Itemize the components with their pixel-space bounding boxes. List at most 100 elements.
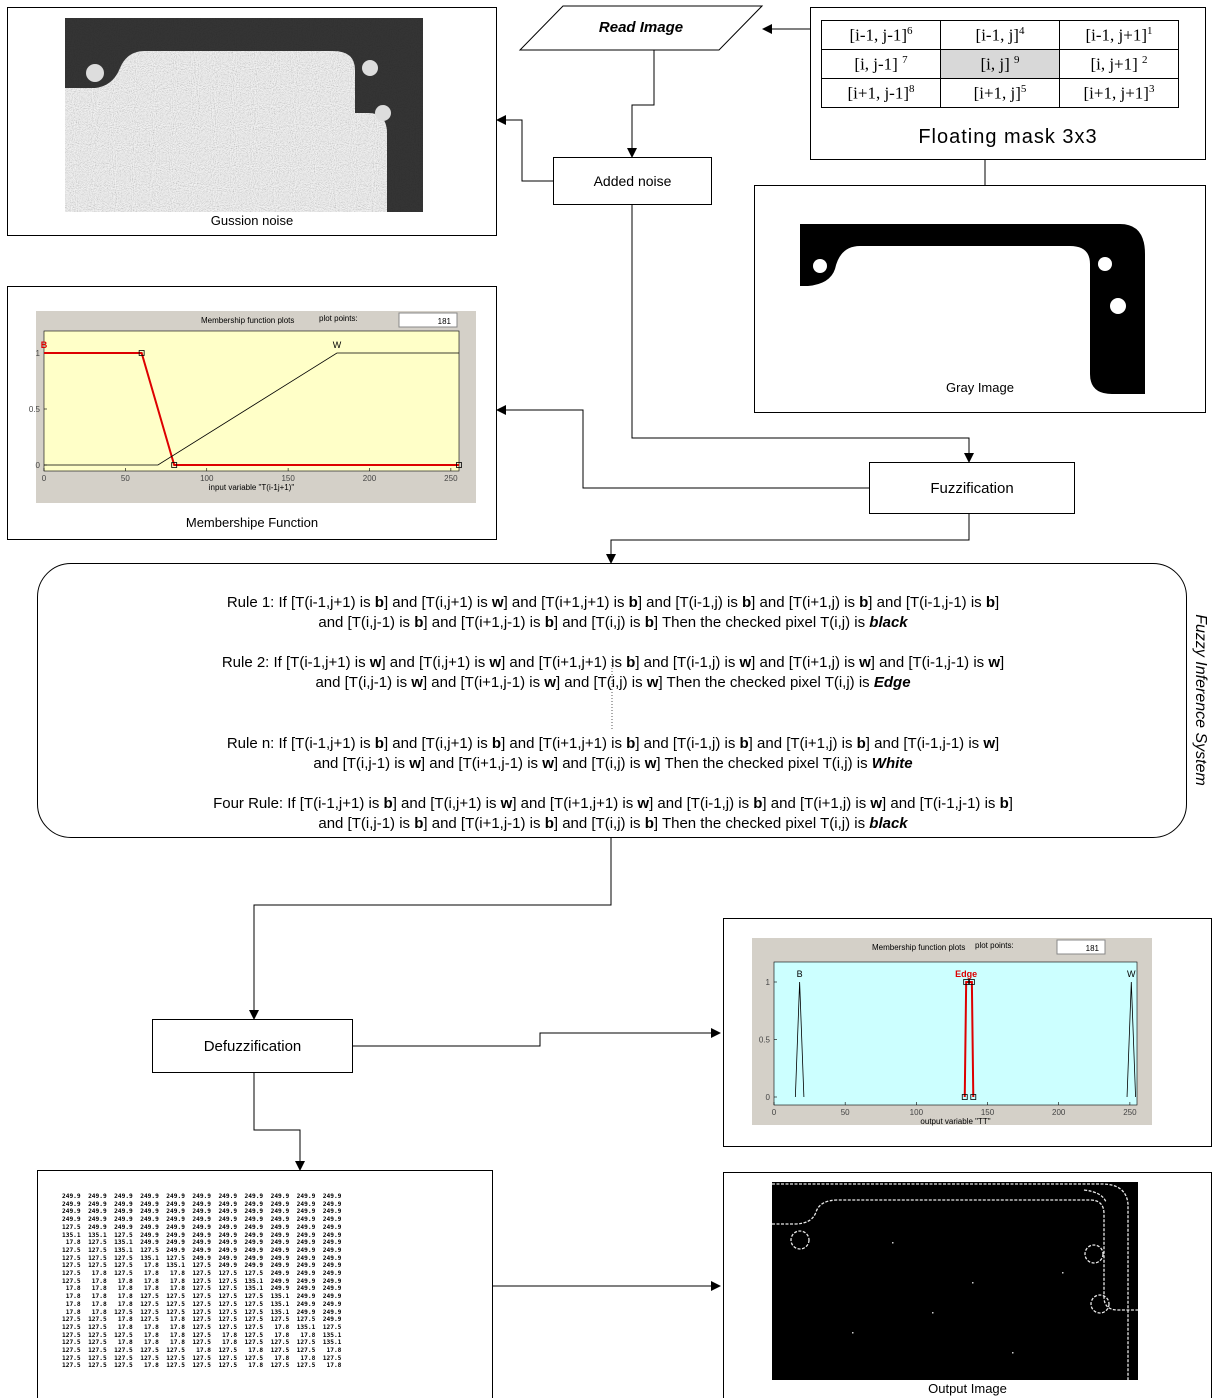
matrix-row: 127.5 127.5 127.5 17.8 135.1 127.5 249.9…	[62, 1262, 342, 1270]
gray-caption: Gray Image	[946, 380, 1014, 395]
arrow-defuzz-to-plot	[353, 1028, 721, 1047]
defuzzified-matrix: 249.9 249.9 249.9 249.9 249.9 249.9 249.…	[62, 1193, 341, 1370]
mask-cell: [i-1, j-1]6	[821, 20, 941, 50]
mf-vertex-handle	[968, 979, 975, 985]
matrix-row: 17.8 17.8 17.8 127.5 127.5 127.5 127.5 1…	[62, 1293, 342, 1301]
x-axis-label: output variable "TT"	[920, 1117, 990, 1126]
y-tick-label: 0.5	[29, 405, 41, 414]
matrix-row: 17.8 17.8 17.8 17.8 17.8 127.5 127.5 135…	[62, 1285, 342, 1293]
mf-vertex-handle	[456, 462, 462, 468]
matrix-row: 135.1 135.1 127.5 249.9 249.9 249.9 249.…	[62, 1231, 342, 1239]
matrix-row: 127.5 127.5 127.5 135.1 127.5 249.9 249.…	[62, 1254, 342, 1262]
x-tick-label: 0	[772, 1108, 777, 1117]
mf-label-b: B	[797, 969, 803, 979]
read-image-node: Read Image	[518, 5, 764, 51]
arrow-noise-to-image	[496, 115, 553, 182]
output-image-panel: Output Image	[723, 1172, 1212, 1398]
matrix-row: 127.5 249.9 249.9 249.9 249.9 249.9 249.…	[62, 1223, 342, 1231]
plot-area	[43, 330, 460, 472]
mask-cell: [i+1, j-1]8	[821, 78, 941, 108]
gray-image-panel: Gray Image	[754, 185, 1206, 413]
fuzzification-node: Fuzzification	[869, 462, 1075, 514]
x-tick-label: 200	[1052, 1108, 1066, 1117]
fis-side-label: Fuzzy Inference System	[1192, 614, 1209, 786]
defuzzification-node: Defuzzification	[152, 1019, 353, 1073]
rule-result: White	[871, 755, 913, 772]
rule-result: black	[869, 815, 908, 832]
matrix-row: 127.5 127.5 127.5 127.5 127.5 127.5 127.…	[62, 1354, 342, 1362]
y-tick-label: 1	[36, 349, 41, 358]
arrow-fuzz-to-rules	[606, 513, 970, 564]
rule-2: Rule 2: If [T(i-1,j+1) is w] and [T(i,j+…	[221, 654, 1005, 691]
matrix-row: 249.9 249.9 249.9 249.9 249.9 249.9 249.…	[62, 1216, 342, 1224]
rule-result: Edge	[873, 674, 911, 691]
mask-cell: [i-1, j+1]1	[1059, 20, 1179, 50]
gray-image	[800, 224, 1150, 394]
x-axis-label: input variable "T(i-1j+1)"	[209, 483, 295, 492]
mf-vertex-handle	[171, 462, 178, 468]
mf-vertex-handle	[961, 1094, 968, 1100]
mask-cell-center: [i, j] 9	[940, 49, 1060, 79]
mask-cell: [i, j+1] 2	[1059, 49, 1179, 79]
mf-vertex-handle	[963, 979, 970, 985]
mask-caption: Floating mask 3x3	[918, 126, 1098, 148]
y-tick-label: 1	[766, 978, 771, 987]
mask-cell: [i, j-1] 7	[821, 49, 941, 79]
output-image	[772, 1182, 1138, 1380]
mf-vertex-handle	[970, 1094, 977, 1100]
plot-points-label: plot points:	[975, 941, 1014, 950]
matrix-row: 127.5 17.8 17.8 17.8 17.8 127.5 127.5 13…	[62, 1277, 342, 1285]
added-noise-node: Added noise	[553, 157, 712, 205]
noise-image	[65, 18, 423, 212]
rule-result: black	[869, 614, 908, 631]
matrix-row: 17.8 17.8 17.8 127.5 127.5 127.5 127.5 1…	[62, 1300, 342, 1308]
matrix-row: 127.5 127.5 17.8 17.8 17.8 127.5 17.8 12…	[62, 1339, 342, 1347]
arrow-rules-to-defuzz	[249, 838, 612, 1020]
x-tick-label: 250	[444, 474, 458, 483]
noise-caption: Gussion noise	[210, 213, 294, 228]
fis-side-label-wrap: Fuzzy Inference System	[1187, 563, 1213, 838]
mf-curve-b	[794, 981, 805, 1098]
mf-label-edge: Edge	[955, 969, 977, 979]
plot-area	[773, 961, 1138, 1106]
x-tick-label: 50	[841, 1108, 850, 1117]
mf-curve-b	[44, 352, 459, 466]
x-tick-label: 150	[981, 1108, 995, 1117]
matrix-row: 249.9 249.9 249.9 249.9 249.9 249.9 249.…	[62, 1208, 342, 1216]
x-tick-label: 50	[121, 474, 130, 483]
matrix-row: 127.5 127.5 127.5 127.5 127.5 17.8 127.5…	[62, 1347, 342, 1355]
read-image-label: Read Image	[598, 19, 684, 36]
mask-cell: [i+1, j]5	[940, 78, 1060, 108]
mf-curve-w	[1126, 981, 1136, 1098]
plot-points-value: 181	[1086, 944, 1100, 953]
rule-4: Four Rule: If [T(i-1,j+1) is b] and [T(i…	[213, 795, 1013, 832]
mf-curve-w	[44, 352, 459, 466]
matrix-row: 127.5 127.5 135.1 127.5 249.9 249.9 249.…	[62, 1246, 342, 1254]
plot-points-label: plot points:	[319, 314, 358, 323]
arrow-read-to-noise	[627, 49, 655, 158]
plot-header: Membership function plots	[872, 943, 965, 952]
mf-label-b: B	[41, 340, 48, 350]
x-tick-label: 0	[42, 474, 47, 483]
mask-table: [i-1, j-1]6 [i-1, j]4 [i-1, j+1]1 [i, j-…	[821, 20, 1179, 108]
matrix-row: 249.9 249.9 249.9 249.9 249.9 249.9 249.…	[62, 1200, 342, 1208]
mask-cell: [i+1, j+1]3	[1059, 78, 1179, 108]
mf-label-w: W	[333, 340, 342, 350]
membership-caption: Membershipe Function	[185, 515, 319, 530]
mask-panel: [i-1, j-1]6 [i-1, j]4 [i-1, j+1]1 [i, j-…	[810, 7, 1206, 160]
output-mf-panel: Membership function plots plot points: 181…	[723, 918, 1212, 1147]
x-tick-label: 100	[910, 1108, 924, 1117]
matrix-panel: 249.9 249.9 249.9 249.9 249.9 249.9 249.…	[37, 1170, 493, 1398]
matrix-row: 127.5 17.8 127.5 17.8 17.8 127.5 127.5 1…	[62, 1270, 342, 1278]
matrix-row: 127.5 127.5 17.8 127.5 17.8 127.5 127.5 …	[62, 1316, 342, 1324]
arrow-defuzz-to-matrix	[253, 1073, 305, 1171]
arrow-noise-to-fuzz	[631, 205, 974, 463]
rules-ellipsis-line	[611, 659, 613, 729]
x-tick-label: 200	[363, 474, 377, 483]
rule-1: Rule 1: If [T(i-1,j+1) is b] and [T(i,j+…	[226, 594, 1000, 631]
matrix-row: 17.8 17.8 127.5 127.5 127.5 127.5 127.5 …	[62, 1308, 342, 1316]
y-tick-label: 0	[766, 1093, 771, 1102]
